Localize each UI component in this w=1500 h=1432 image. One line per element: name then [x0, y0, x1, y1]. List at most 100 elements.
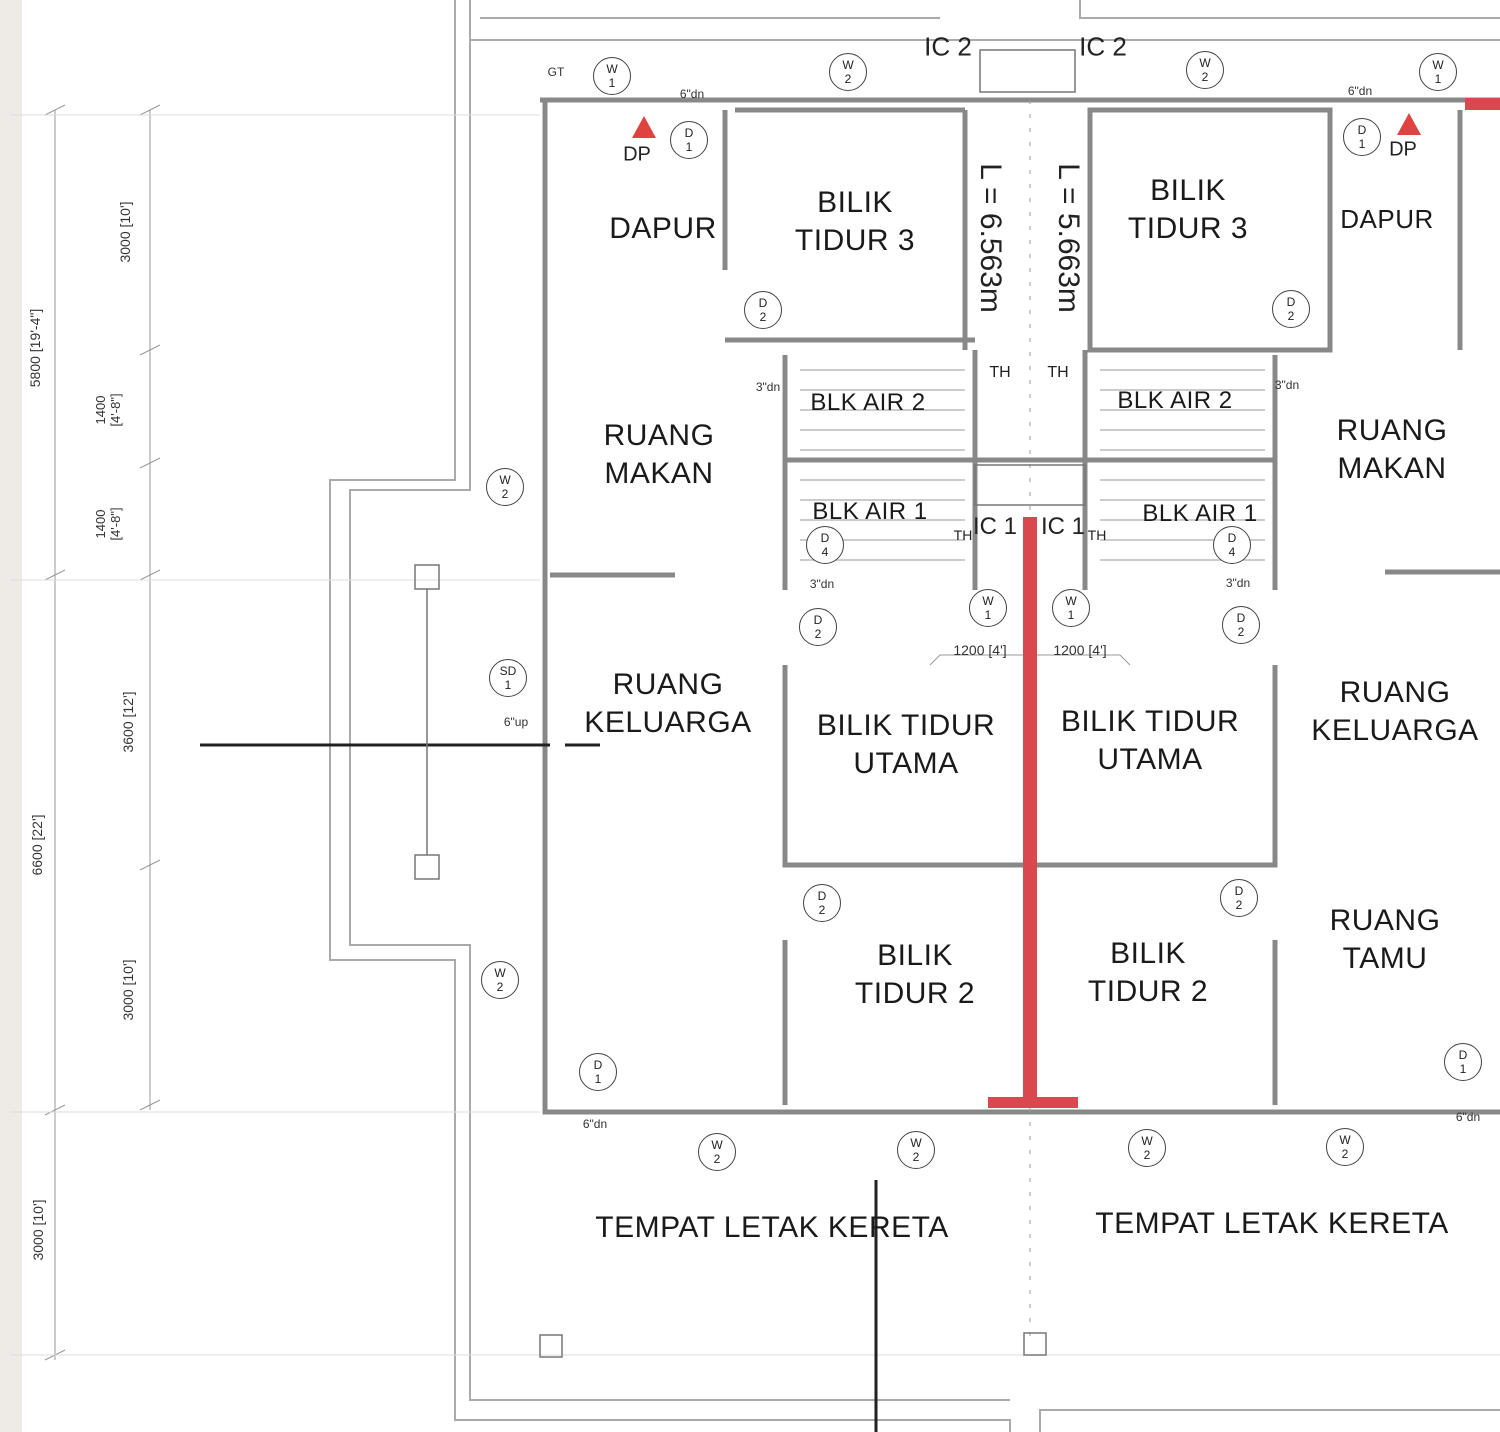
step-label: 6"dn: [679, 87, 705, 101]
n: 1: [685, 140, 693, 154]
t: D: [820, 531, 830, 545]
t: D: [1458, 1048, 1468, 1062]
room-bilik-tidur-utama-right: BILIK TIDUR UTAMA: [1061, 703, 1239, 779]
line: BILIK: [1150, 174, 1226, 207]
step-label: 3"dn: [755, 380, 781, 394]
step-label: 6"dn: [582, 1117, 608, 1131]
porch-columns: [414, 49, 1086, 1358]
line: TIDUR 2: [854, 977, 976, 1010]
party-wall-footing: [988, 1097, 1078, 1108]
n: 1: [1358, 137, 1366, 151]
dim-overall-carport: 3000 [10']: [30, 1199, 46, 1261]
th-label: TH: [989, 364, 1011, 381]
n: 2: [496, 980, 504, 994]
room-tempat-letak-kereta-right: TEMPAT LETAK KERETA: [1095, 1207, 1449, 1240]
t: D: [1357, 123, 1367, 137]
t: W: [842, 58, 854, 72]
n: 2: [501, 487, 509, 501]
dim-detail: 3000 [10']: [120, 959, 136, 1021]
t: D: [758, 296, 768, 310]
room-tempat-letak-kereta-left: TEMPAT LETAK KERETA: [595, 1211, 949, 1244]
n: 2: [1341, 1147, 1349, 1161]
walls: [540, 97, 1500, 1115]
t: W: [606, 62, 618, 76]
dim-detail: 3000 [10']: [117, 201, 133, 263]
line: RUANG: [612, 668, 724, 701]
th-label: TH: [953, 527, 973, 543]
n: 2: [1287, 309, 1295, 323]
length-label-right: L = 5.663m: [1052, 163, 1085, 313]
step-label: 6"dn: [1347, 84, 1373, 98]
t: D: [1236, 611, 1246, 625]
n: 1: [1434, 72, 1442, 86]
line: RUANG: [1339, 676, 1451, 709]
n: 4: [821, 545, 829, 559]
room-blk-air-1-right: BLK AIR 1: [1142, 500, 1258, 527]
step-label: 6"up: [503, 715, 529, 729]
length-label-left: L = 6.563m: [974, 163, 1007, 313]
line: KELUARGA: [1311, 714, 1479, 747]
line: TAMU: [1342, 942, 1428, 975]
drain-point-icon-right: [1397, 113, 1421, 135]
line: BILIK TIDUR: [1060, 705, 1240, 738]
line: MAKAN: [604, 457, 714, 490]
dim-detail: 3600 [12']: [120, 691, 136, 753]
room-dapur-right: DAPUR: [1340, 204, 1434, 234]
red-marker-right: [1465, 98, 1500, 110]
width-dim-right: 1200 [4']: [1053, 642, 1107, 658]
dim-overall-upper: 5800 [19'-4"]: [27, 308, 43, 388]
line: TIDUR 2: [1087, 975, 1209, 1008]
dim-detail: 1400 [4'-8"]: [93, 507, 123, 541]
party-wall-red: [1023, 517, 1037, 1105]
n: 2: [1201, 70, 1209, 84]
t: W: [982, 594, 994, 608]
t: W: [1141, 1134, 1153, 1148]
n: 2: [759, 310, 767, 324]
drain-point-icon-left: [632, 116, 656, 138]
n: 1: [608, 76, 616, 90]
step-label: 3"dn: [1274, 378, 1300, 392]
line: BILIK: [1110, 937, 1186, 970]
t: W: [1432, 58, 1444, 72]
t: D: [1234, 884, 1244, 898]
t: D: [1227, 531, 1237, 545]
t: D: [593, 1058, 603, 1072]
t: W: [1339, 1133, 1351, 1147]
scan-margin: [0, 0, 22, 1432]
line: UTAMA: [853, 747, 959, 780]
line: UTAMA: [1097, 743, 1203, 776]
t: W: [499, 473, 511, 487]
n: 2: [818, 903, 826, 917]
dim-detail: 1400 [4'-8"]: [93, 393, 123, 427]
th-label: TH: [1087, 527, 1107, 543]
ic2-right: IC 2: [1079, 31, 1127, 62]
n: 1: [594, 1072, 602, 1086]
t: W: [1199, 56, 1211, 70]
th-label: TH: [1047, 364, 1069, 381]
ic2-left: IC 2: [924, 31, 972, 62]
bathroom-tiles: [800, 369, 1265, 561]
line: BILIK: [877, 939, 953, 972]
n: 1: [1459, 1062, 1467, 1076]
room-bilik-tidur-2-right: BILIK TIDUR 2: [1088, 935, 1208, 1011]
room-blk-air-2-left: BLK AIR 2: [810, 389, 926, 416]
